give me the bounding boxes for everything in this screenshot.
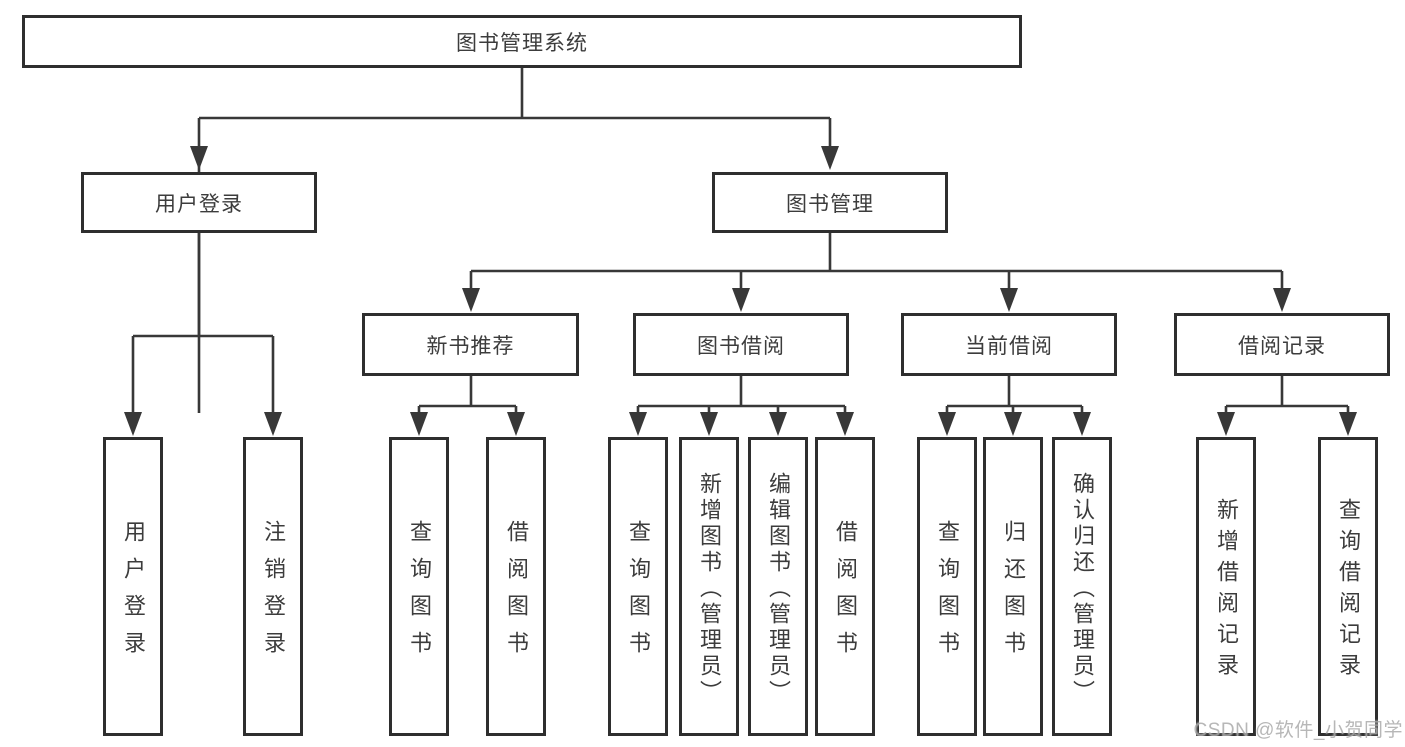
leaf-logout-label: 注销登录 bbox=[261, 520, 286, 668]
connector-new-book-recommendation-children bbox=[417, 376, 518, 414]
node-book-borrowing: 图书借阅 bbox=[633, 313, 849, 376]
arrowhead-leaf-search-books-3 bbox=[938, 412, 956, 436]
node-user-login-label: 用户登录 bbox=[155, 192, 243, 216]
node-root: 图书管理系统 bbox=[22, 15, 1022, 68]
node-user-login: 用户登录 bbox=[81, 172, 317, 233]
arrowhead-current-borrowing bbox=[1000, 288, 1018, 312]
leaf-add-borrow-record-label: 新增借阅记录 bbox=[1214, 498, 1239, 684]
connector-borrowing-records-children bbox=[1224, 376, 1350, 414]
node-book-management: 图书管理 bbox=[712, 172, 948, 233]
leaf-search-books-2-label: 查询图书 bbox=[626, 520, 651, 668]
node-borrowing-records: 借阅记录 bbox=[1174, 313, 1390, 376]
leaf-search-books-3: 查询图书 bbox=[917, 437, 977, 736]
arrowhead-leaf-edit-books bbox=[769, 412, 787, 436]
leaf-search-books-2: 查询图书 bbox=[608, 437, 668, 736]
arrowhead-book-management bbox=[821, 146, 839, 170]
node-root-label: 图书管理系统 bbox=[456, 31, 588, 55]
leaf-search-books-3-label: 查询图书 bbox=[935, 520, 960, 668]
connector-book-borrowing-children bbox=[636, 376, 847, 414]
leaf-return-books-label: 归还图书 bbox=[1001, 520, 1026, 668]
arrowhead-user-login bbox=[190, 146, 208, 170]
node-book-management-label: 图书管理 bbox=[786, 192, 874, 216]
leaf-return-books: 归还图书 bbox=[983, 437, 1043, 736]
node-borrowing-records-label: 借阅记录 bbox=[1238, 334, 1326, 358]
arrowhead-leaf-logout bbox=[264, 412, 282, 436]
leaf-search-borrow-record-label: 查询借阅记录 bbox=[1336, 498, 1361, 684]
leaf-add-borrow-record: 新增借阅记录 bbox=[1196, 437, 1256, 736]
arrowhead-leaf-search-books-2 bbox=[629, 412, 647, 436]
leaf-borrow-books-1: 借阅图书 bbox=[486, 437, 546, 736]
arrowhead-new-book-recommendation bbox=[462, 288, 480, 312]
leaf-user-login: 用户登录 bbox=[103, 437, 163, 736]
arrowhead-leaf-add-books bbox=[700, 412, 718, 436]
leaf-search-borrow-record: 查询借阅记录 bbox=[1318, 437, 1378, 736]
leaf-logout: 注销登录 bbox=[243, 437, 303, 736]
connector-book-management-children bbox=[469, 233, 1284, 290]
leaf-borrow-books-1-label: 借阅图书 bbox=[504, 520, 529, 668]
leaf-edit-books-admin: 编辑图书（管理员） bbox=[748, 437, 808, 736]
arrowhead-leaf-borrow-books-1 bbox=[507, 412, 525, 436]
connector-current-borrowing-children bbox=[945, 376, 1084, 414]
node-book-borrowing-label: 图书借阅 bbox=[697, 334, 785, 358]
arrowhead-leaf-search-books-1 bbox=[410, 412, 428, 436]
node-new-book-recommendation-label: 新书推荐 bbox=[426, 334, 515, 358]
arrowhead-leaf-user-login bbox=[124, 412, 142, 436]
arrowhead-leaf-search-borrow-record bbox=[1339, 412, 1357, 436]
leaf-borrow-books-2: 借阅图书 bbox=[815, 437, 875, 736]
leaf-add-books-admin-label: 新增图书（管理员） bbox=[697, 471, 722, 706]
leaf-add-books-admin: 新增图书（管理员） bbox=[679, 437, 739, 736]
arrowhead-leaf-return-books bbox=[1004, 412, 1022, 436]
leaf-borrow-books-2-label: 借阅图书 bbox=[833, 520, 858, 668]
node-current-borrowing-label: 当前借阅 bbox=[965, 334, 1053, 358]
arrowhead-leaf-confirm-return bbox=[1073, 412, 1091, 436]
arrowhead-leaf-add-borrow-record bbox=[1217, 412, 1235, 436]
leaf-edit-books-admin-label: 编辑图书（管理员） bbox=[766, 471, 791, 706]
arrowhead-leaf-borrow-books-2 bbox=[836, 412, 854, 436]
leaf-confirm-return-admin-label: 确认归还（管理员） bbox=[1070, 471, 1095, 706]
leaf-user-login-label: 用户登录 bbox=[121, 520, 146, 668]
leaf-search-books-1: 查询图书 bbox=[389, 437, 449, 736]
connector-user-login-children bbox=[131, 233, 275, 414]
node-current-borrowing: 当前借阅 bbox=[901, 313, 1117, 376]
arrowhead-book-borrowing bbox=[732, 288, 750, 312]
leaf-search-books-1-label: 查询图书 bbox=[407, 520, 432, 668]
arrowhead-borrowing-records bbox=[1273, 288, 1291, 312]
leaf-confirm-return-admin: 确认归还（管理员） bbox=[1052, 437, 1112, 736]
node-new-book-recommendation: 新书推荐 bbox=[362, 313, 579, 376]
csdn-watermark: CSDN @软件_小贺同学 bbox=[1193, 720, 1403, 741]
